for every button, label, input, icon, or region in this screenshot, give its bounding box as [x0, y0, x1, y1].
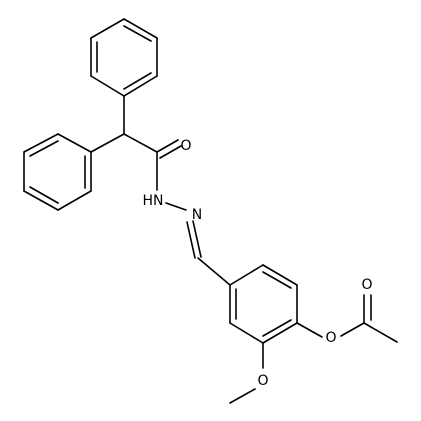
- bond: [363, 322, 398, 343]
- bond: [156, 139, 179, 153]
- acetate-group: [296, 294, 398, 343]
- bond: [229, 322, 264, 344]
- bond: [57, 133, 92, 153]
- diphenylacetyl-chain: [90, 95, 231, 286]
- carbonyl-oxygen-label: O: [180, 138, 191, 154]
- bond: [123, 133, 158, 153]
- bond: [23, 190, 59, 211]
- bond: [123, 75, 158, 97]
- bond: [229, 264, 264, 286]
- bond: [262, 319, 292, 337]
- acetyl-oxygen-label: O: [361, 277, 372, 293]
- bond: [192, 220, 202, 258]
- bond: [57, 190, 92, 211]
- ester-oxygen-label: O: [325, 330, 336, 346]
- hydrazide-nh-label: HN: [143, 193, 164, 209]
- bond: [296, 322, 323, 338]
- bond: [186, 221, 196, 259]
- bond: [90, 75, 125, 97]
- bond: [229, 388, 256, 404]
- bond: [123, 25, 152, 42]
- atom-labels: O HN N O O O: [143, 138, 373, 389]
- bond: [165, 202, 187, 211]
- bond: [262, 322, 298, 344]
- bond: [340, 322, 365, 337]
- central-benzene-ring: [229, 264, 298, 344]
- bond: [123, 18, 158, 39]
- bond: [262, 271, 292, 289]
- top-phenyl-ring: [90, 18, 158, 97]
- bond: [159, 145, 182, 159]
- left-phenyl-ring: [23, 133, 92, 211]
- bond: [90, 18, 125, 39]
- bond: [29, 186, 59, 204]
- methoxy-group: [229, 342, 264, 404]
- bond: [29, 140, 59, 157]
- bond: [90, 133, 125, 153]
- bond: [123, 72, 152, 90]
- bond: [197, 257, 231, 286]
- imine-nitrogen-label: N: [192, 207, 202, 223]
- bond: [23, 133, 59, 153]
- bond: [262, 264, 298, 286]
- methoxy-oxygen-label: O: [257, 373, 268, 389]
